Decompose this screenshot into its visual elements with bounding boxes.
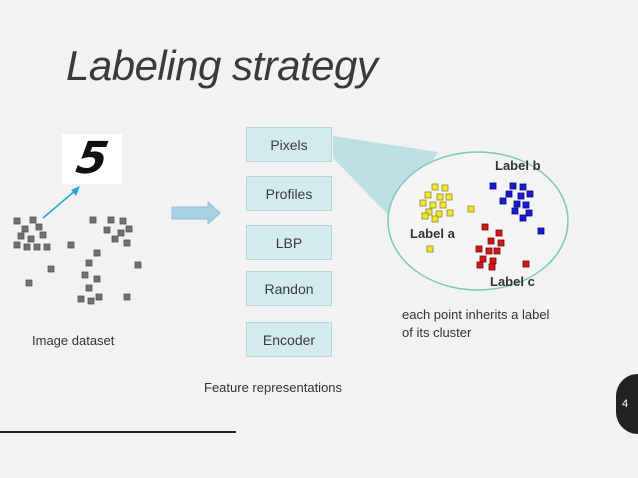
cluster-a-point [446, 209, 454, 217]
cluster-c-point [489, 257, 497, 265]
cluster-c-point [481, 223, 489, 231]
cluster-c-point [485, 247, 493, 255]
cluster-b-point [519, 183, 527, 191]
cluster-a-point [424, 191, 432, 199]
cluster-label-b: Label b [495, 158, 541, 173]
cluster-b-point [505, 190, 513, 198]
slide-title: Labeling strategy [66, 42, 378, 89]
feature-profiles: Profiles [246, 176, 332, 211]
dataset-point [77, 295, 85, 303]
projection-beam [333, 136, 438, 222]
dataset-point [93, 275, 101, 283]
cluster-c-point [476, 261, 484, 269]
dataset-point [119, 217, 127, 225]
dataset-point [123, 293, 131, 301]
dataset-point [125, 225, 133, 233]
cluster-a-point [445, 193, 453, 201]
cluster-c-point [479, 255, 487, 263]
cluster-a-point [431, 183, 439, 191]
dataset-point [95, 293, 103, 301]
sample-arrow-head [71, 186, 80, 196]
cluster-a-point [435, 210, 443, 218]
dataset-point [43, 243, 51, 251]
cluster-b-point [517, 192, 525, 200]
dataset-point [27, 235, 35, 243]
page-number: 4 [622, 398, 629, 410]
dataset-point [33, 243, 41, 251]
dataset-point [39, 231, 47, 239]
cluster-c-point [497, 239, 505, 247]
dataset-point [25, 279, 33, 287]
cluster-b-point [519, 214, 527, 222]
dataset-point [21, 225, 29, 233]
features-caption: Feature representations [204, 380, 343, 395]
cluster-label-a: Label a [410, 226, 455, 241]
feature-randon: Randon [246, 271, 332, 306]
dataset-label: Image dataset [32, 333, 115, 348]
dataset-point [85, 259, 93, 267]
dataset-point [35, 223, 43, 231]
dataset-point [87, 297, 95, 305]
cluster-c-point [522, 260, 530, 268]
dataset-point [85, 284, 93, 292]
cluster-a-point [419, 199, 427, 207]
cluster-a-point [421, 212, 429, 220]
cluster-a-point [439, 201, 447, 209]
dataset-point [134, 261, 142, 269]
cluster-a-point [436, 193, 444, 201]
cluster-points [419, 182, 545, 271]
cluster-note-line1: each point inherits a label [402, 307, 550, 322]
cluster-a-point [441, 184, 449, 192]
feature-pixels: Pixels [246, 127, 332, 162]
sample-digit-image: 5 [62, 133, 122, 184]
feature-encoder: Encoder [246, 322, 332, 357]
cluster-a-point [429, 201, 437, 209]
footer-rule [0, 431, 236, 433]
feature-lbp: LBP [246, 225, 332, 260]
cluster-b-point [525, 209, 533, 217]
sample-arrow [42, 189, 77, 219]
dataset-point [81, 271, 89, 279]
cluster-a-point [431, 215, 439, 223]
dataset-point [107, 216, 115, 224]
dataset-point [29, 216, 37, 224]
cluster-b-point [526, 190, 534, 198]
dataset-point [23, 243, 31, 251]
cluster-b-point [522, 201, 530, 209]
dataset-point [89, 216, 97, 224]
dataset-point [47, 265, 55, 273]
dataset-point [123, 239, 131, 247]
dataset-point [117, 229, 125, 237]
cluster-ellipse [387, 151, 569, 291]
cluster-b-point [537, 227, 545, 235]
cluster-b-point [513, 200, 521, 208]
cluster-c-point [495, 229, 503, 237]
dataset-point [13, 241, 21, 249]
page-number-tab [616, 374, 638, 434]
cluster-a-point [426, 245, 434, 253]
dataset-point [93, 249, 101, 257]
dataset-point [103, 226, 111, 234]
cluster-c-point [487, 237, 495, 245]
dataset-point [13, 217, 21, 225]
cluster-b-point [511, 207, 519, 215]
cluster-label-c: Label c [490, 274, 535, 289]
cluster-note-line2: of its cluster [402, 325, 472, 340]
cluster-c-point [475, 245, 483, 253]
cluster-c-point [488, 263, 496, 271]
block-arrow [171, 200, 221, 226]
dataset-point [17, 232, 25, 240]
dataset-point [111, 235, 119, 243]
cluster-a-point [467, 205, 475, 213]
cluster-b-point [489, 182, 497, 190]
cluster-b-point [499, 197, 507, 205]
dataset-points [13, 216, 142, 305]
dataset-point [67, 241, 75, 249]
cluster-c-point [493, 247, 501, 255]
cluster-b-point [509, 182, 517, 190]
cluster-a-point [425, 208, 433, 216]
